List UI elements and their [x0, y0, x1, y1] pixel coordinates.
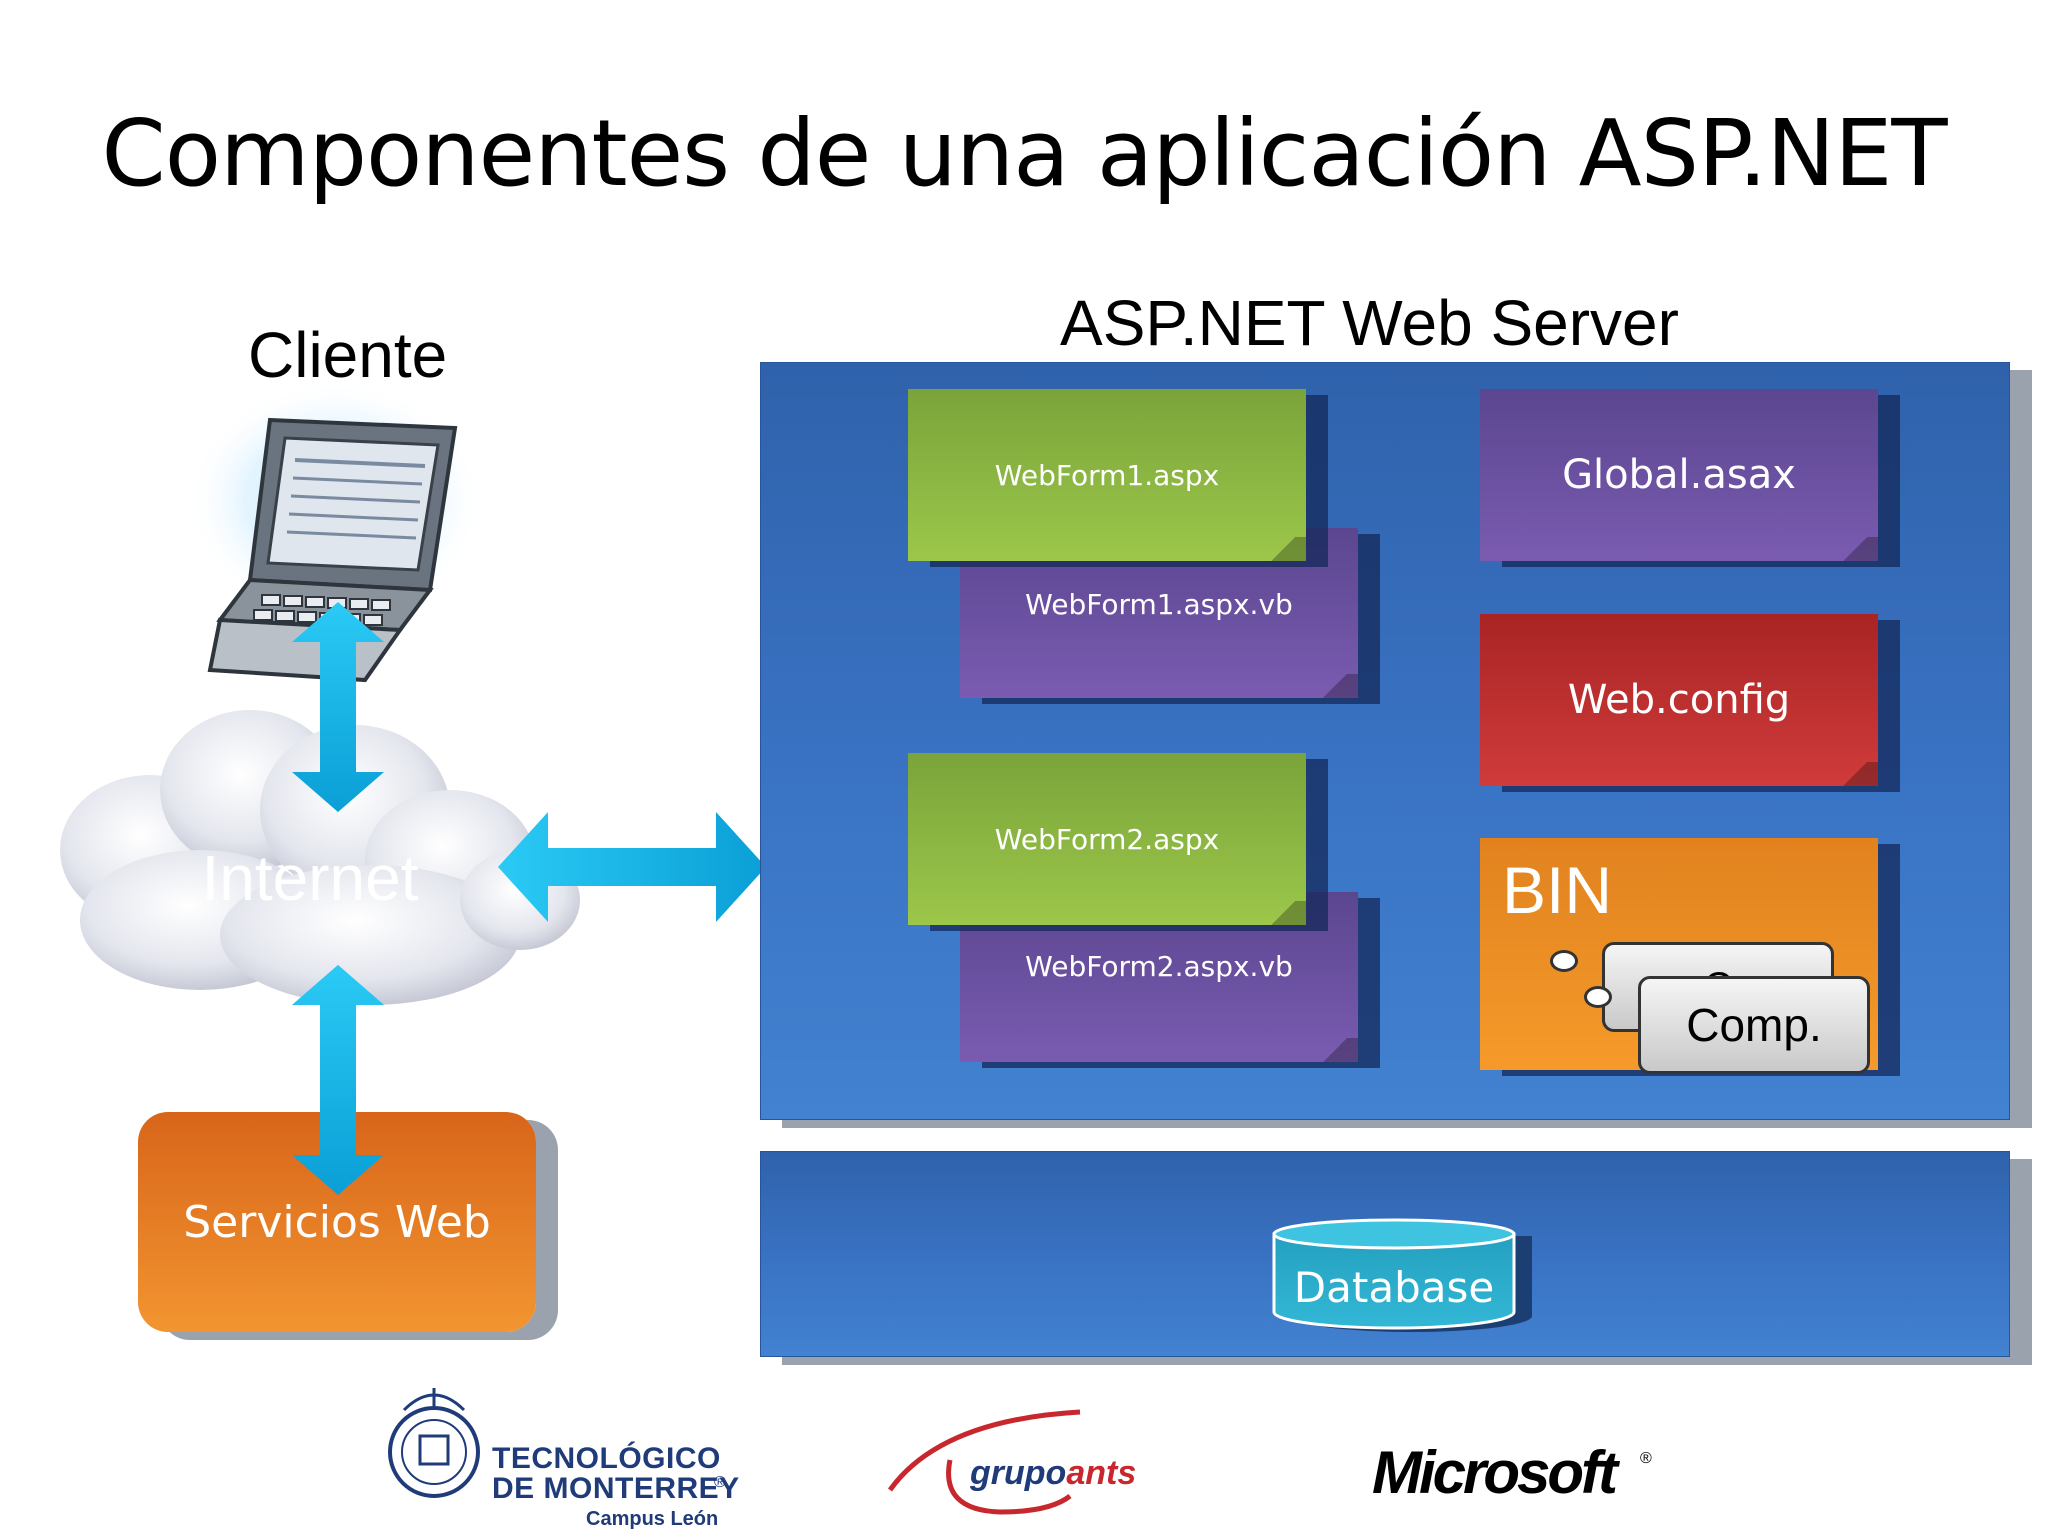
web-services-label: Servicios Web: [183, 1196, 491, 1248]
database-label: Database: [1294, 1263, 1494, 1312]
cloud-icon: Internet: [60, 710, 580, 1005]
component-connector: [1550, 950, 1578, 972]
server-label: ASP.NET Web Server: [1060, 287, 1679, 359]
cloud-label: Internet: [201, 842, 418, 914]
client-network-diagram: Internet: [60, 380, 766, 1195]
laptop-icon: [185, 380, 485, 683]
component-front: Comp.: [1638, 976, 1870, 1074]
webform2-code-label: WebForm2.aspx.vb: [1025, 950, 1293, 983]
global-asax-label: Global.asax: [1562, 452, 1796, 498]
webform1-card: WebForm1.aspx: [908, 389, 1306, 561]
double-arrow-icon: [498, 812, 766, 922]
grupoants-logo: grupoants: [970, 1454, 1136, 1493]
microsoft-logo: Microsoft: [1372, 1439, 1618, 1506]
component-connector: [1584, 986, 1612, 1008]
tec-logo-line2: DE MONTERREY: [492, 1472, 740, 1505]
webform1-code-label: WebForm1.aspx.vb: [1025, 588, 1293, 621]
webform1-label: WebForm1.aspx: [994, 458, 1220, 492]
bin-label: BIN: [1502, 853, 1613, 927]
tec-logo-campus: Campus León: [586, 1508, 719, 1530]
global-asax-card: Global.asax: [1480, 389, 1878, 561]
tec-logo-reg: ®: [714, 1474, 726, 1491]
double-arrow-icon: [292, 965, 384, 1195]
grupoants-part2: ants: [1066, 1454, 1137, 1492]
grupoants-part1: grupo: [970, 1454, 1067, 1492]
client-label: Cliente: [248, 319, 448, 391]
tec-logo-line1: TECNOLÓGICO: [492, 1442, 721, 1475]
slide-title: Componentes de una aplicación ASP.NET: [101, 100, 1947, 207]
web-config-card: Web.config: [1480, 614, 1878, 786]
microsoft-logo-reg: ®: [1640, 1450, 1652, 1467]
webform2-card: WebForm2.aspx: [908, 753, 1306, 925]
grupoants-swoosh-logo: [887, 1409, 1081, 1515]
webform2-label: WebForm2.aspx: [994, 822, 1220, 856]
web-config-label: Web.config: [1567, 677, 1791, 723]
bin-card: BIN C Comp.: [1480, 838, 1878, 1074]
tec-seal-logo: [388, 1388, 480, 1498]
database-cylinder-icon: Database: [1272, 1218, 1532, 1332]
double-arrow-icon: [292, 602, 384, 812]
component-front-label: Comp.: [1686, 999, 1822, 1051]
